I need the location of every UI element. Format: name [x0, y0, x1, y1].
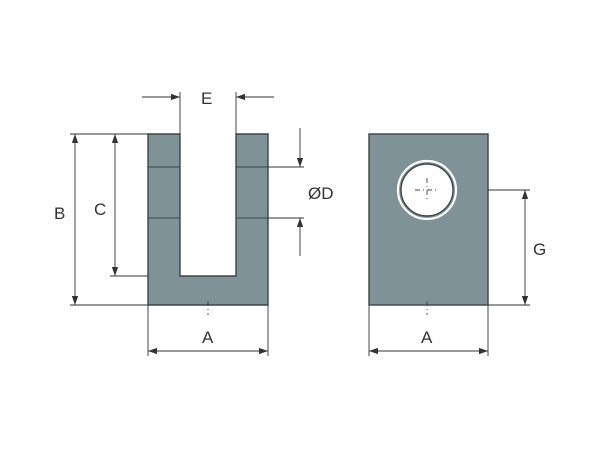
label-a-side: A	[421, 328, 433, 347]
label-c: C	[94, 200, 106, 219]
label-e: E	[201, 89, 212, 108]
dimension-b: B	[54, 133, 148, 306]
side-view	[368, 133, 489, 315]
label-a-front: A	[202, 328, 214, 347]
dimension-a-side: A	[368, 305, 489, 356]
front-view	[147, 133, 269, 315]
dimension-c: C	[94, 133, 148, 277]
label-g: G	[533, 240, 546, 259]
label-d: ØD	[308, 184, 334, 203]
dimension-a-front: A	[147, 305, 269, 356]
clevis-body	[147, 133, 269, 306]
dimension-g: G	[488, 189, 546, 306]
label-b: B	[54, 204, 65, 223]
hole-ring	[396, 159, 458, 221]
dimension-e: E	[142, 89, 274, 134]
dimension-d: ØD	[268, 128, 334, 256]
